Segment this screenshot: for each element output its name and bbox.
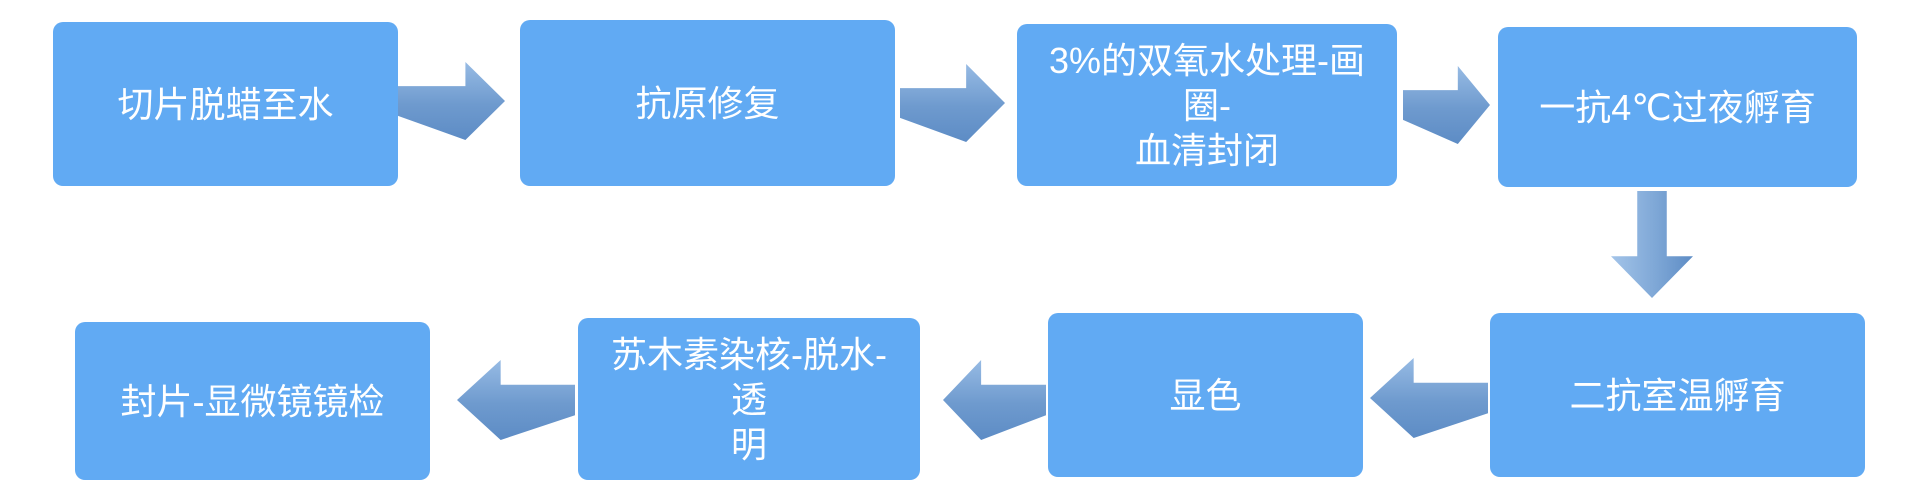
step-box-primary-antibody-overnight: 一抗4℃过夜孵育 xyxy=(1498,27,1857,187)
step-box-antigen-retrieval: 抗原修复 xyxy=(520,20,895,186)
step-box-secondary-antibody-room-temp: 二抗室温孵育 xyxy=(1490,313,1865,477)
arrow-right-icon xyxy=(398,62,505,140)
arrow-right-icon xyxy=(900,64,1005,142)
arrow-left-icon xyxy=(457,360,575,440)
step-box-dewax-to-water: 切片脱蜡至水 xyxy=(53,22,398,186)
arrow-down-icon xyxy=(1611,191,1693,298)
step-box-color-development: 显色 xyxy=(1048,313,1363,477)
arrow-left-icon xyxy=(943,360,1046,440)
step-box-mount-microscope-exam: 封片-显微镜镜检 xyxy=(75,322,430,480)
step-box-peroxide-circle-serum-block: 3%的双氧水处理-画圈- 血清封闭 xyxy=(1017,24,1397,186)
arrow-right-icon xyxy=(1403,66,1490,144)
arrow-left-icon xyxy=(1370,358,1488,438)
step-box-hematoxylin-dehydrate-clear: 苏木素染核-脱水-透 明 xyxy=(578,318,920,480)
